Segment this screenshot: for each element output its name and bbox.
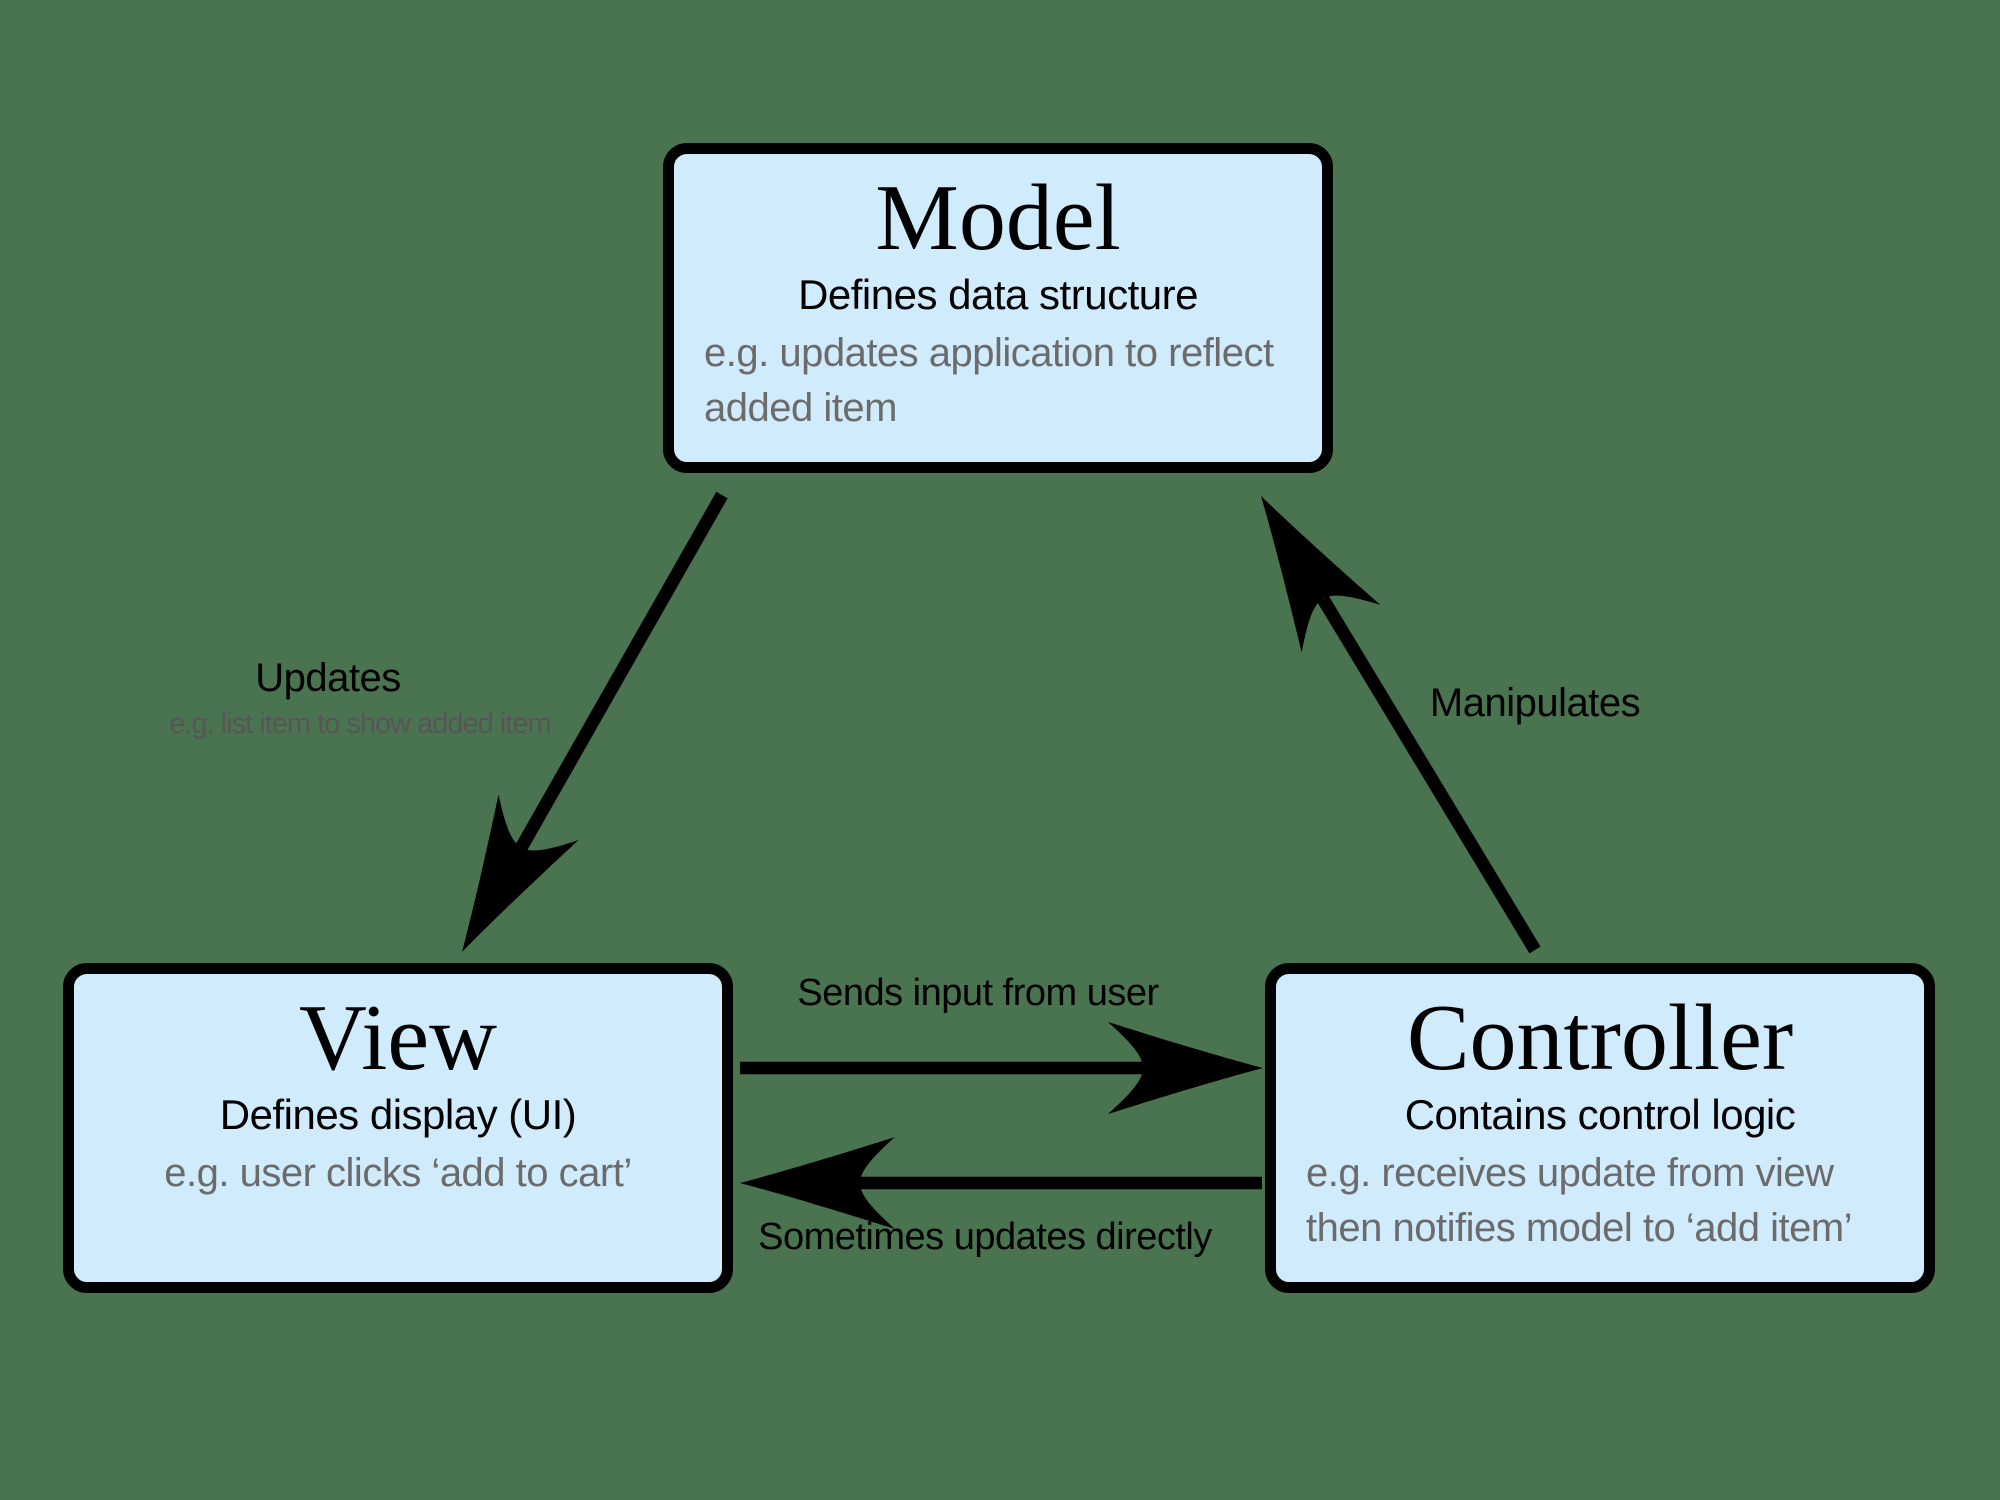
model-title: Model — [875, 166, 1121, 270]
controller-box: Controller Contains control logic e.g. r… — [1265, 963, 1935, 1293]
view-example: e.g. user clicks ‘add to cart’ — [164, 1150, 632, 1195]
arrow-model-to-view — [422, 491, 728, 975]
view-box: View Defines display (UI) e.g. user clic… — [63, 963, 733, 1293]
arrow-view-to-controller — [740, 1022, 1263, 1114]
controller-example: e.g. receives update from view then noti… — [1306, 1150, 1853, 1251]
controller-subtitle: Contains control logic — [1404, 1090, 1796, 1138]
sometimes-updates-label: Sometimes updates directly — [758, 1216, 1212, 1258]
model-box: Model Defines data structure e.g. update… — [663, 143, 1333, 473]
arrow-controller-to-view — [740, 1137, 1262, 1229]
updates-label: Updates — [255, 656, 401, 700]
controller-title: Controller — [1406, 986, 1794, 1090]
manipulates-label: Manipulates — [1429, 681, 1641, 725]
updates-sublabel: e.g. list item to show added item — [169, 708, 551, 740]
arrowhead-controller-to-model-icon — [1221, 472, 1381, 653]
view-title: View — [299, 986, 497, 1090]
arrow-controller-to-model — [1221, 472, 1541, 954]
arrowhead-model-to-view-icon — [422, 794, 579, 975]
model-example: e.g. updates application to reflect adde… — [704, 330, 1274, 431]
model-subtitle: Defines data structure — [798, 270, 1198, 318]
view-subtitle: Defines display (UI) — [219, 1090, 577, 1138]
sends-input-label: Sends input from user — [797, 972, 1159, 1014]
